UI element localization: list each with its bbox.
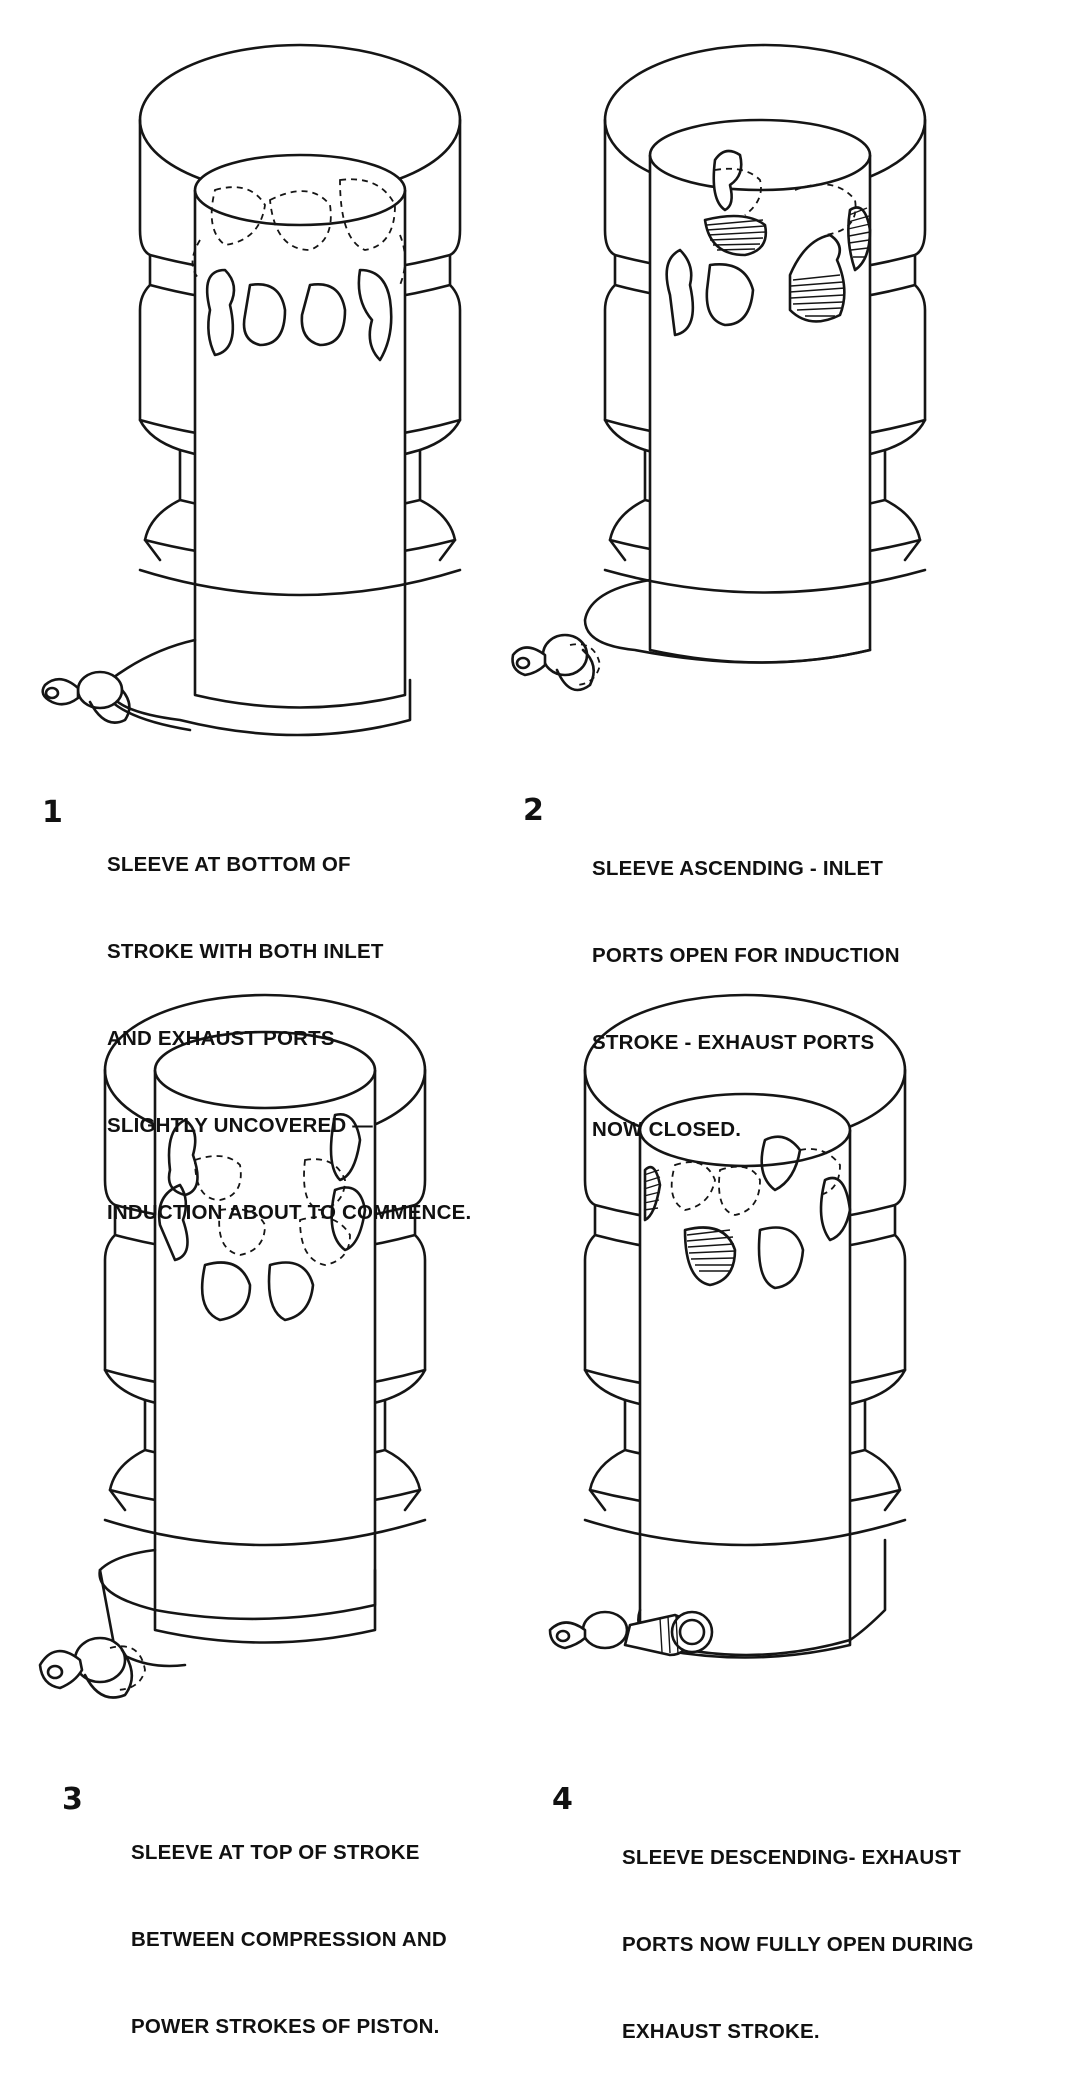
illustration-layer [38,43,927,1699]
panel-3-caption: SLEEVE AT TOP OF STROKE BETWEEN COMPRESS… [131,1841,447,2038]
panel-1-drawing [41,43,462,737]
panel-4-number: 4 [552,1782,573,1817]
panel-3-number: 3 [62,1782,83,1817]
port-hatch-right [847,207,871,258]
panel-1-caption: SLEEVE AT BOTTOM OF STROKE WITH BOTH INL… [107,853,472,1224]
sleeve-valve-diagram: { "panels": [ {"number": "1", "caption":… [38,43,973,2043]
port-hatch-lower-right [789,274,846,317]
port-hatch-upper-left [706,219,766,251]
panel-2-number: 2 [523,793,544,828]
panel-3-drawing [38,993,427,1699]
port-hatch-left [643,1169,661,1211]
panel-2-caption: SLEEVE ASCENDING - INLET PORTS OPEN FOR … [592,857,900,1141]
panel-4-caption: SLEEVE DESCENDING- EXHAUST PORTS NOW FUL… [622,1846,974,2043]
panel-4-drawing [548,993,907,1659]
panel-2-drawing [511,43,927,692]
port-hatch-center [686,1229,736,1272]
panel-1-number: 1 [42,795,63,830]
